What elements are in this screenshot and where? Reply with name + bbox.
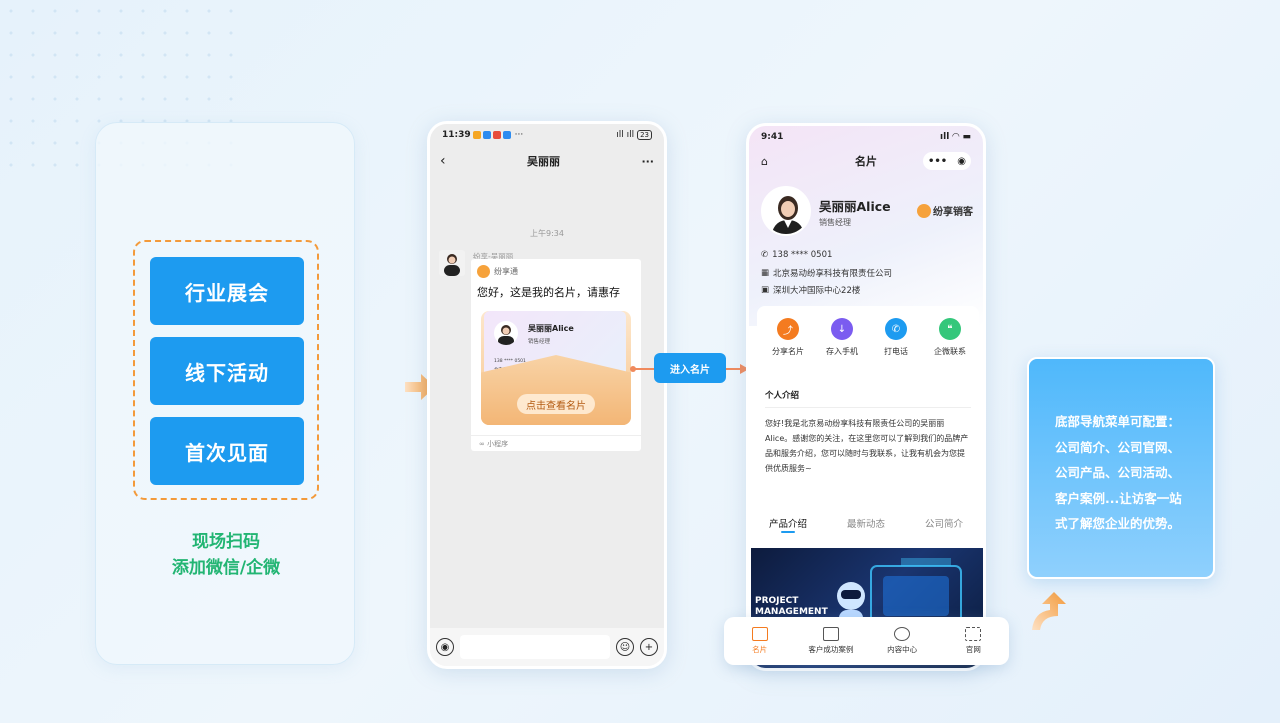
- chat-timestamp: 上午9:34: [530, 229, 564, 238]
- intro-section: 个人介绍 您好!我是北京易动纷享科技有限责任公司的吴丽丽Alice。感谢您的关注…: [757, 379, 979, 489]
- phone-icon: ✆: [885, 318, 907, 340]
- back-icon[interactable]: ‹: [440, 153, 446, 169]
- enter-card-button[interactable]: 进入名片: [654, 353, 726, 383]
- profile-name: 吴丽丽Alice: [819, 199, 891, 214]
- message-input[interactable]: [460, 635, 610, 659]
- mini-card-title: 销售经理: [528, 339, 551, 345]
- app-icon: [502, 131, 511, 139]
- connector-dot: [630, 366, 636, 372]
- notify-icon: [472, 131, 481, 139]
- status-time: 11:39: [442, 130, 471, 140]
- mini-card-phone: 138 **** 0501: [494, 359, 526, 364]
- content-tabs: 产品介绍 最新动态 公司简介: [749, 506, 983, 540]
- nav-card[interactable]: 名片: [725, 627, 795, 655]
- note-line: 公司简介、公司官网、: [1055, 439, 1181, 455]
- home-icon[interactable]: ⌂: [761, 154, 768, 168]
- phone-icon: ✆: [761, 250, 769, 260]
- mini-card-name: 吴丽丽Alice: [528, 324, 574, 333]
- card-phone: 9:41 ıll ◠ ▬ ⌂ 名片 ••• ◉ 吴丽丽Alice 销售经理 纷享…: [746, 123, 986, 671]
- profile-phone: ✆138 **** 0501: [761, 250, 833, 260]
- tab-news[interactable]: 最新动态: [846, 519, 885, 530]
- location-icon: ▣: [761, 285, 770, 295]
- nav-cases[interactable]: 客户成功案例: [796, 627, 866, 655]
- profile-avatar: [761, 186, 811, 236]
- nav-content[interactable]: 内容中心: [867, 627, 937, 655]
- input-bar: ◉ ☺ +: [430, 628, 664, 666]
- voice-icon[interactable]: ◉: [436, 638, 454, 656]
- nav-website[interactable]: 官网: [938, 627, 1008, 655]
- app-icon: [482, 131, 491, 139]
- more-icon[interactable]: ···: [641, 154, 654, 168]
- signal-icons: ıll ıll 23: [616, 130, 652, 140]
- scan-caption: 现场扫码: [192, 532, 260, 552]
- envelope: 吴丽丽Alice 销售经理 138 **** 0501 北京易动纷享科技有限责任…: [481, 311, 631, 425]
- trade-show-button[interactable]: 行业展会: [150, 257, 304, 325]
- header-title: 名片: [855, 155, 877, 168]
- mini-avatar: [494, 321, 518, 345]
- tab-products[interactable]: 产品介绍: [769, 516, 807, 533]
- scenario-card: 行业展会 线下活动 首次见面 现场扫码 添加微信/企微: [95, 122, 355, 665]
- profile-address: ▣深圳大冲国际中心22楼: [761, 285, 861, 296]
- config-note-card: 底部导航菜单可配置： 公司简介、公司官网、 公司产品、公司活动、 客户案例...…: [1027, 357, 1215, 579]
- note-line: 公司产品、公司活动、: [1055, 465, 1181, 480]
- view-card-button[interactable]: 点击查看名片: [517, 394, 595, 414]
- scenario-group: 行业展会 线下活动 首次见面: [133, 240, 319, 500]
- chat-title: 吴丽丽: [527, 155, 561, 168]
- card-icon: [751, 627, 768, 641]
- banner-line2: MANAGEMENT: [755, 607, 828, 617]
- share-icon: ⤴: [777, 318, 799, 340]
- tab-indicator: [780, 531, 795, 533]
- wecom-contact-action[interactable]: ❝ 企微联系: [923, 318, 977, 357]
- banner-line1: PROJECT: [755, 596, 799, 606]
- chat-phone: 11:39 ··· ıll ıll 23 ‹ 吴丽丽 ··· 上午9:34 纷享…: [427, 121, 667, 669]
- arrow-up-icon: [1032, 592, 1066, 630]
- message-text: 您好，这是我的名片，请惠存: [477, 286, 620, 299]
- plus-icon[interactable]: +: [640, 638, 658, 656]
- note-line: 底部导航菜单可配置：: [1055, 414, 1181, 429]
- connector-arrow-icon: [740, 364, 749, 374]
- close-icon[interactable]: ◉: [957, 155, 966, 167]
- capsule-menu[interactable]: ••• ◉: [923, 152, 971, 170]
- briefcase-icon: [822, 627, 839, 641]
- emoji-icon[interactable]: ☺: [616, 638, 634, 656]
- action-panel: ⤴ 分享名片 ↓ 存入手机 ✆ 打电话 ❝ 企微联系: [757, 306, 979, 372]
- more-icon[interactable]: •••: [928, 155, 948, 167]
- sender-avatar: [439, 250, 465, 276]
- brand-logo: 纷享销客: [917, 203, 973, 218]
- brand-logo-icon: [917, 203, 931, 218]
- note-line: 客户案例...让访客一站: [1055, 490, 1182, 506]
- grid-icon: [965, 627, 982, 641]
- battery-icon: 23: [637, 130, 652, 140]
- profile-title: 销售经理: [819, 218, 851, 227]
- app-name: 纷享通: [494, 267, 518, 276]
- profile-company: ▦北京易动纷享科技有限责任公司: [761, 268, 893, 279]
- app-icon: [492, 131, 501, 139]
- offline-event-button[interactable]: 线下活动: [150, 337, 304, 405]
- card-message[interactable]: 纷享通 您好，这是我的名片，请惠存 吴丽丽Alice 销售经理 138 ****…: [471, 259, 641, 451]
- mini-program-label: ∞ 小程序: [479, 440, 509, 448]
- building-icon: ▦: [761, 268, 770, 278]
- signal-icons: ıll ◠ ▬: [940, 132, 971, 142]
- app-logo-icon: [477, 265, 490, 278]
- first-meeting-button[interactable]: 首次见面: [150, 417, 304, 485]
- call-action[interactable]: ✆ 打电话: [869, 318, 923, 357]
- chat-icon: ❝: [939, 318, 961, 340]
- download-icon: ↓: [831, 318, 853, 340]
- tab-company[interactable]: 公司简介: [924, 519, 963, 530]
- add-wechat-caption: 添加微信/企微: [171, 558, 281, 578]
- note-line: 式了解您企业的优势。: [1055, 516, 1181, 531]
- share-card-action[interactable]: ⤴ 分享名片: [761, 318, 815, 357]
- intro-title: 个人介绍: [765, 389, 971, 408]
- save-contact-action[interactable]: ↓ 存入手机: [815, 318, 869, 357]
- clock-icon: [894, 627, 911, 641]
- bottom-nav: 名片 客户成功案例 内容中心 官网: [724, 617, 1009, 665]
- sender-name: 纷享-吴丽丽: [473, 252, 514, 261]
- intro-text: 您好!我是北京易动纷享科技有限责任公司的吴丽丽Alice。感谢您的关注，在这里您…: [765, 419, 969, 473]
- link-icon: ∞: [479, 440, 485, 448]
- status-time: 9:41: [761, 132, 784, 142]
